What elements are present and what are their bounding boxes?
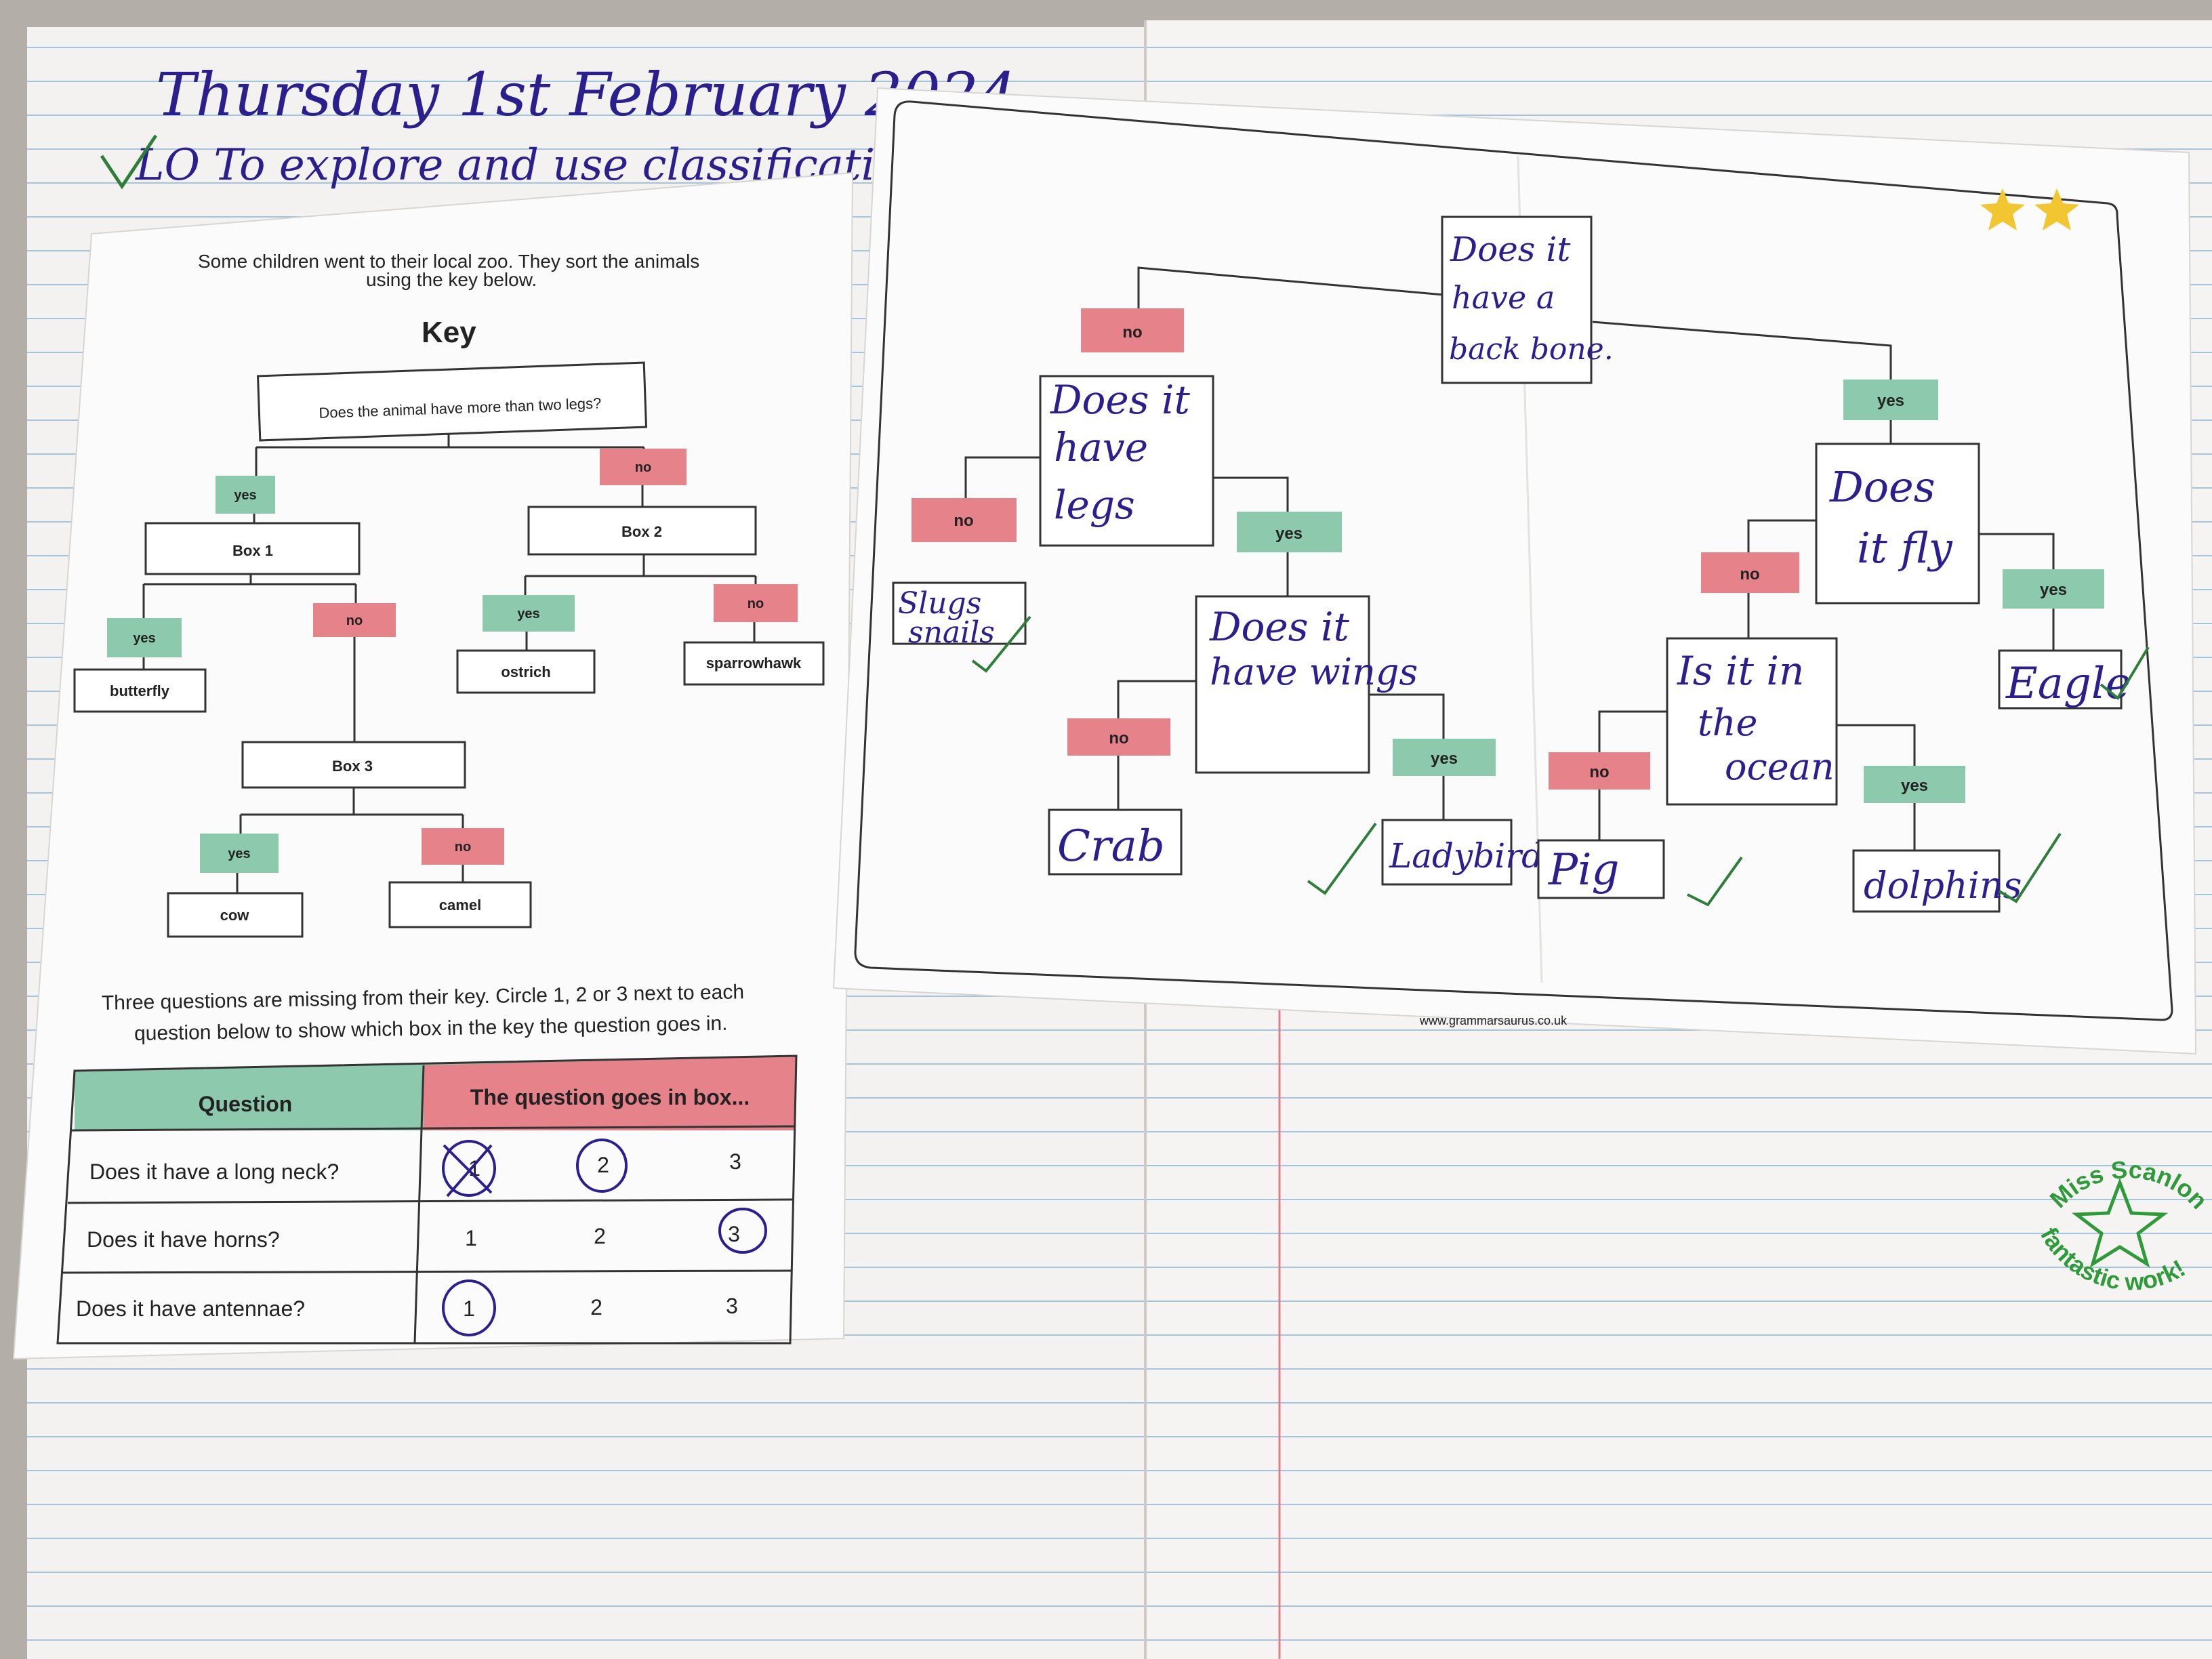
right-key-connectors (964, 266, 2055, 851)
no-tag-backbone: no (1122, 323, 1142, 342)
no-tag-sparrowhawk: no (747, 596, 764, 611)
leaf-sparrowhawk: sparrowhawk (706, 655, 802, 672)
fly-question-line1: Does (1829, 462, 1936, 512)
star-icon (2071, 1177, 2169, 1268)
leaf-butterfly: butterfly (110, 682, 170, 699)
root-question-line2: have a (1452, 279, 1555, 316)
question-row-2: Does it have horns? (87, 1227, 280, 1252)
yes-tag-fly: yes (2040, 581, 2067, 599)
leaf-crab: Crab (1057, 821, 1165, 872)
legs-question-line3: legs (1054, 482, 1135, 528)
intro-line1: Some children went to their local zoo. T… (198, 251, 699, 272)
yes-tag-butterfly: yes (133, 631, 155, 646)
no-tag-ocean: no (1589, 763, 1609, 781)
no-tag-box2: no (635, 460, 651, 475)
intro-line2: using the key below. (366, 269, 537, 290)
question-row-3: Does it have antennae? (76, 1296, 305, 1321)
box2-label: Box 2 (621, 523, 662, 540)
key-title: Key (422, 316, 476, 349)
no-tag-fly: no (1740, 565, 1759, 583)
key-connectors (142, 434, 757, 893)
leaf-eagle: Eagle (2005, 659, 2131, 709)
option-2-3[interactable]: 3 (728, 1222, 740, 1246)
yes-tag-box1: yes (234, 488, 256, 503)
leaf-slugs-line1: Slugs (898, 586, 981, 621)
leaf-ladybird: Ladybird (1389, 836, 1543, 876)
yes-tag-legs: yes (1275, 525, 1303, 543)
question-row-1: Does it have a long neck? (89, 1160, 339, 1184)
handwritten-heading: Thursday 1st February 2024 LO To explore… (100, 60, 1017, 190)
worksheet-left: Some children went to their local zoo. T… (12, 171, 854, 1360)
option-1-3[interactable]: 3 (729, 1149, 741, 1174)
star-icon (1980, 188, 2025, 230)
leaf-cow: cow (220, 907, 250, 924)
no-tag-box3: no (346, 613, 363, 628)
option-3-2[interactable]: 2 (590, 1295, 602, 1319)
yes-tag-ostrich: yes (517, 607, 539, 621)
footer-url: www.grammarsaurus.co.uk (1419, 1014, 1568, 1027)
box3-label: Box 3 (332, 758, 373, 775)
legs-question-line1: Does it (1050, 377, 1190, 423)
option-2-2[interactable]: 2 (594, 1224, 606, 1248)
ocean-question-line2: the (1698, 701, 1757, 744)
wings-question-line1: Does it (1209, 604, 1349, 650)
box1-label: Box 1 (232, 542, 273, 559)
star-icon (2034, 188, 2079, 230)
yes-tag-wings: yes (1431, 750, 1458, 768)
no-tag-camel: no (455, 840, 471, 855)
option-2-1[interactable]: 1 (465, 1226, 477, 1250)
option-1-2[interactable]: 2 (597, 1153, 609, 1177)
root-question-line3: back bone. (1449, 332, 1614, 367)
yes-tag-ocean: yes (1901, 777, 1928, 795)
table-header-box: The question goes in box... (470, 1085, 750, 1109)
teacher-ticks (971, 615, 2150, 907)
leaf-camel: camel (439, 897, 481, 914)
option-3-1[interactable]: 1 (463, 1296, 475, 1321)
pupil-answer-marks (442, 1139, 767, 1336)
fly-question-line2: it fly (1857, 523, 1953, 573)
no-tag-wings: no (1109, 729, 1128, 747)
root-question-line1: Does it (1450, 230, 1571, 269)
ocean-question-line3: ocean (1725, 745, 1835, 788)
wings-question-line2: have wings (1210, 651, 1418, 693)
table-header-question: Question (199, 1092, 293, 1116)
leaf-slugs-line2: snails (908, 615, 995, 650)
ocean-question-line1: Is it in (1677, 648, 1804, 694)
leaf-pig: Pig (1548, 845, 1620, 895)
heading-tick (100, 134, 158, 190)
no-tag-legs: no (954, 512, 973, 530)
legs-question-line2: have (1054, 424, 1148, 470)
option-3-3[interactable]: 3 (726, 1294, 738, 1318)
date-line: Thursday 1st February 2024 (156, 60, 1017, 129)
leaf-ostrich: ostrich (501, 663, 550, 680)
worksheet-right: no yes no yes no yes no yes no yes Does … (832, 87, 2197, 1055)
leaf-dolphins: dolphins (1864, 864, 2022, 907)
yes-tag-cow: yes (228, 846, 250, 861)
yes-tag-backbone: yes (1877, 392, 1904, 410)
answer-table: Question The question goes in box... Doe… (56, 1054, 798, 1345)
